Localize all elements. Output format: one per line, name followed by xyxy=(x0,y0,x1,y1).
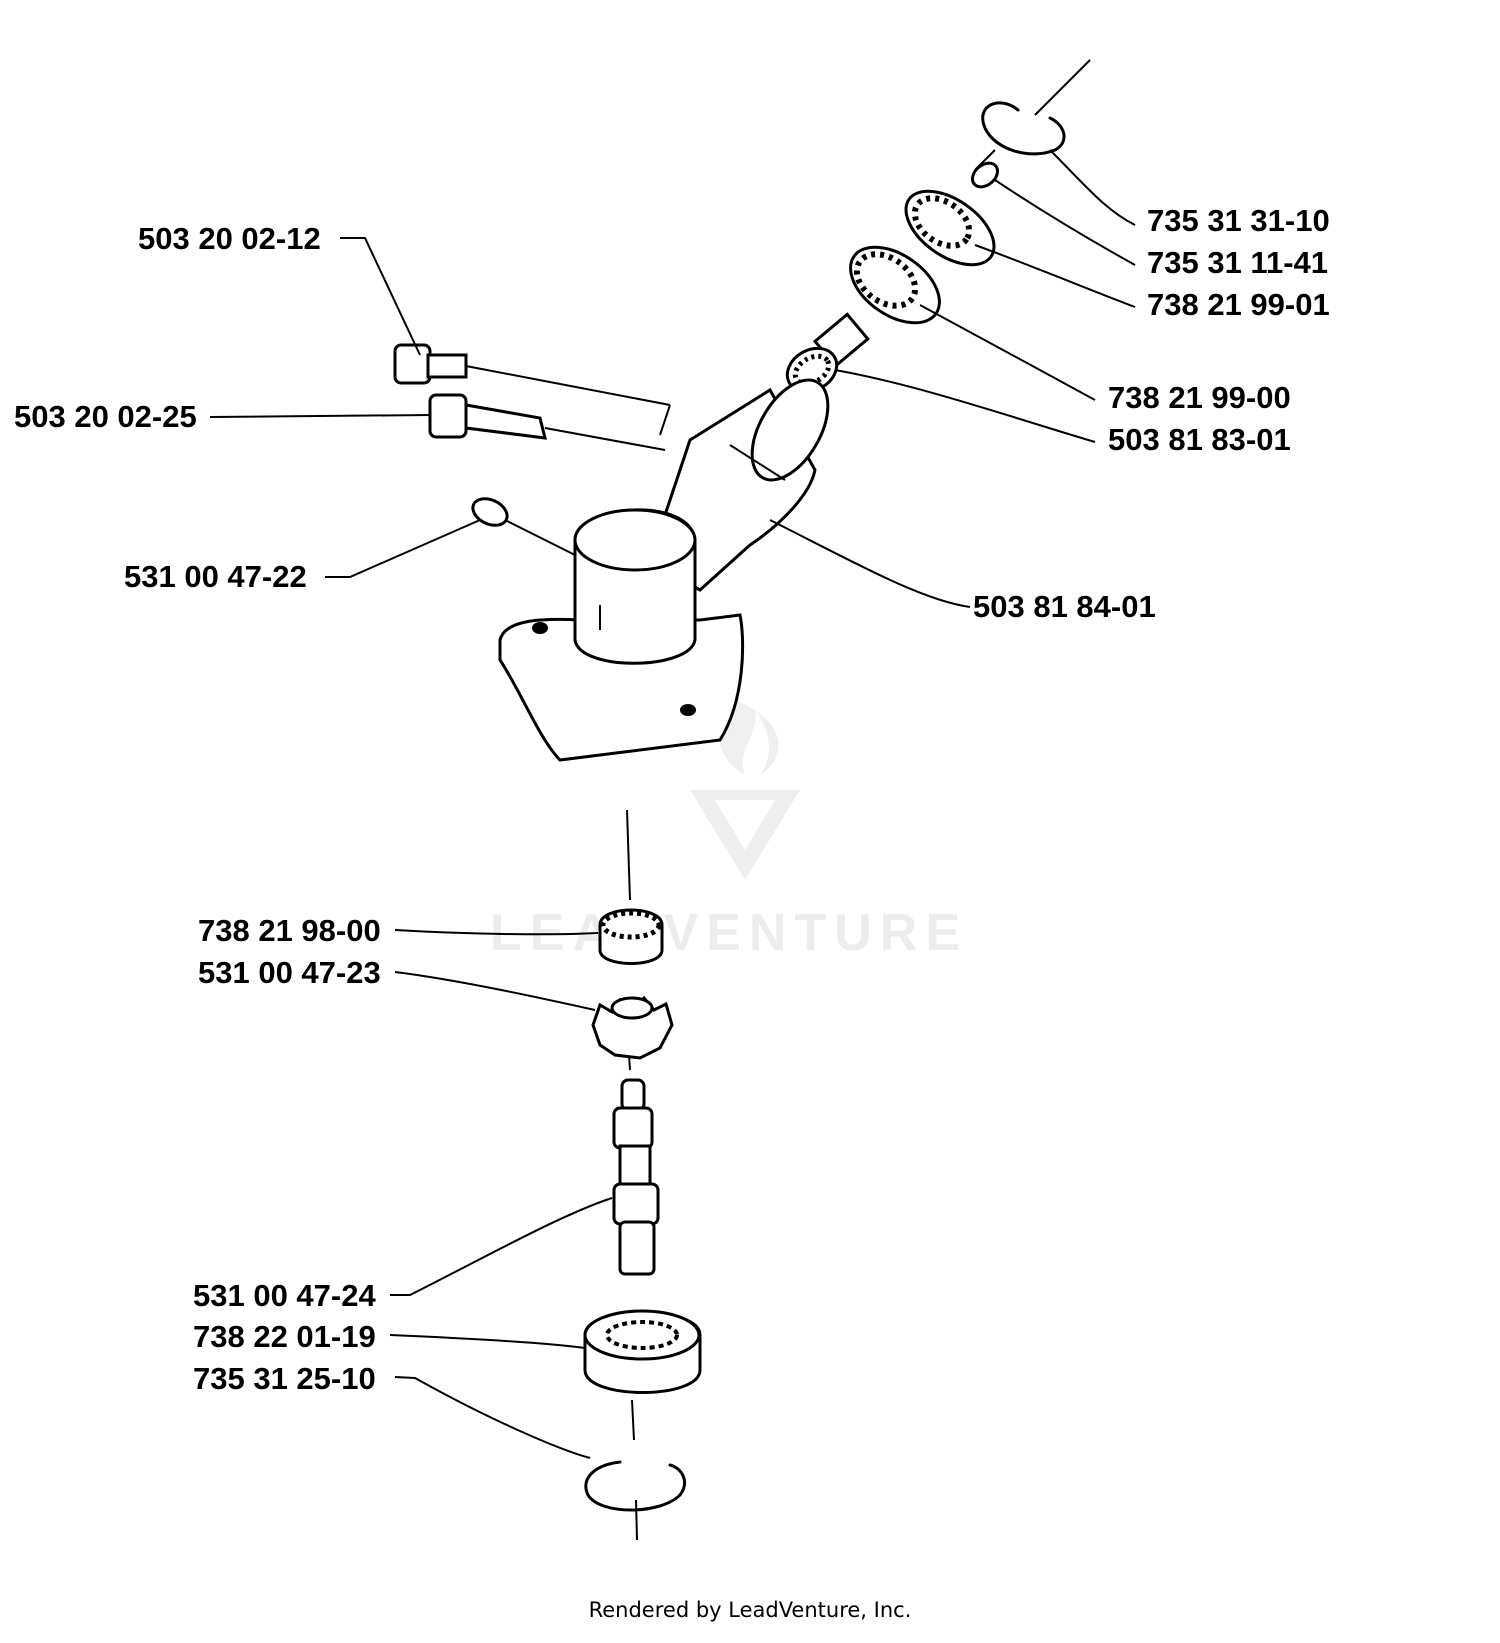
label-738-22-01-19: 738 22 01-19 xyxy=(193,1319,376,1354)
bolt-long xyxy=(393,343,671,436)
footer-credit: Rendered by LeadVenture, Inc. xyxy=(588,1598,912,1622)
label-738-21-99-00: 738 21 99-00 xyxy=(1108,380,1291,415)
output-shaft xyxy=(612,1078,660,1276)
label-531-00-47-22: 531 00 47-22 xyxy=(124,559,307,594)
bearing-lower xyxy=(849,245,941,325)
circlip-bottom xyxy=(584,1460,686,1512)
label-738-21-99-01: 738 21 99-01 xyxy=(1147,287,1330,322)
lower-axis-line-4 xyxy=(635,1499,638,1541)
label-735-31-25-10: 735 31 25-10 xyxy=(193,1361,376,1396)
gear-housing xyxy=(498,378,830,762)
lower-axis-line xyxy=(626,809,631,901)
label-503-20-02-25: 503 20 02-25 xyxy=(14,399,197,434)
watermark-text: LEADVENTURE xyxy=(490,904,968,962)
upper-axis-line xyxy=(1034,59,1091,116)
bearing-upper xyxy=(904,189,996,267)
bearing-bottom xyxy=(583,1309,702,1394)
leader-lines xyxy=(209,149,1136,1459)
bolt-short xyxy=(428,393,666,451)
bevel-gear xyxy=(591,995,674,1060)
label-531-00-47-23: 531 00 47-23 xyxy=(198,955,381,990)
label-503-81-84-01: 503 81 84-01 xyxy=(973,589,1156,624)
label-735-31-11-41: 735 31 11-41 xyxy=(1147,245,1328,280)
label-531-00-47-24: 531 00 47-24 xyxy=(193,1278,376,1313)
label-503-81-83-01: 503 81 83-01 xyxy=(1108,422,1291,457)
circlip-top xyxy=(981,101,1066,156)
pinion-gear xyxy=(785,312,870,394)
grease-nipple xyxy=(471,497,576,556)
shim-ring xyxy=(970,161,1000,189)
label-735-31-31-10: 735 31 31-10 xyxy=(1147,203,1330,238)
lower-axis-line-3 xyxy=(631,1399,635,1441)
label-503-20-02-12: 503 20 02-12 xyxy=(138,221,321,256)
watermark-logo xyxy=(690,700,800,880)
needle-bearing xyxy=(598,908,664,965)
label-738-21-98-00: 738 21 98-00 xyxy=(198,913,381,948)
